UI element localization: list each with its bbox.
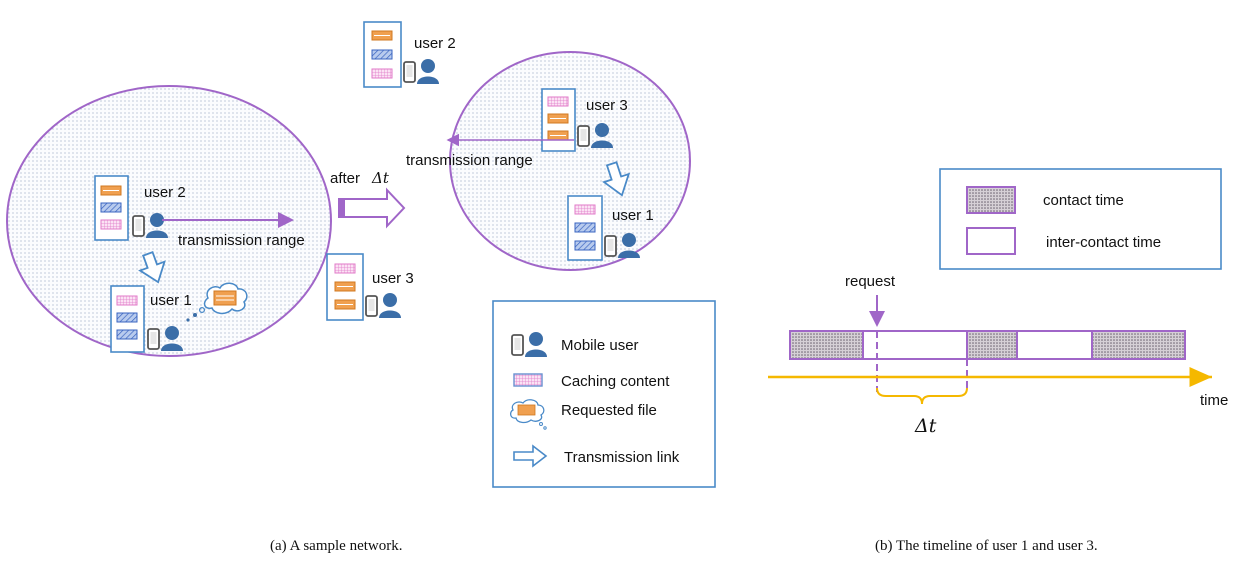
legend-item-caching-content: Caching content <box>561 373 670 390</box>
segment-inter-contact <box>862 330 968 360</box>
outside-user3-node: user 3 <box>326 253 414 321</box>
inter-contact-time-swatch <box>966 227 1016 255</box>
request-label: request <box>845 273 896 290</box>
requested-file-icon <box>509 399 547 430</box>
outside-user3-label: user 3 <box>372 270 414 287</box>
left-user2-label: user 2 <box>144 184 186 201</box>
after-label: after <box>330 170 360 187</box>
after-delta: Δt <box>371 169 390 187</box>
right-transmission-arrow <box>602 161 631 197</box>
left-transmission-arrow <box>138 251 166 284</box>
requested-file-bubble <box>186 282 248 322</box>
segment-contact <box>789 330 864 360</box>
left-range-label: transmission range <box>178 232 305 249</box>
transmission-link-icon <box>513 444 548 468</box>
legend-inter-contact-time: inter-contact time <box>1046 234 1161 251</box>
caching-content-icon <box>513 373 543 387</box>
right-coverage-circle <box>449 51 691 271</box>
mobile-user-icon <box>365 292 402 319</box>
delta-brace <box>876 387 968 405</box>
segment-inter-contact <box>1016 330 1093 360</box>
mobile-user-icon <box>403 58 440 85</box>
left-user1-label: user 1 <box>150 292 192 309</box>
left-user2-node: user 2 <box>94 175 186 241</box>
segment-contact <box>1091 330 1186 360</box>
segment-contact <box>966 330 1018 360</box>
right-user1-label: user 1 <box>612 207 654 224</box>
legend-item-mobile-user: Mobile user <box>561 337 639 354</box>
after-arrow <box>338 187 406 229</box>
timeline-legend: contact time inter-contact time <box>939 168 1222 270</box>
legend-box <box>492 300 716 488</box>
outside-user2-node: user 2 <box>363 21 456 88</box>
delta-label: Δt <box>914 415 937 437</box>
outside-user2-label: user 2 <box>414 35 456 52</box>
caption-b: (b) The timeline of user 1 and user 3. <box>875 538 1098 554</box>
timeline-bar <box>789 330 1186 360</box>
caption-a: (a) A sample network. <box>270 538 402 554</box>
right-user3-label: user 3 <box>586 97 628 114</box>
left-user1-node: user 1 <box>110 282 248 353</box>
legend-item-requested-file: Requested file <box>561 402 657 419</box>
contact-time-swatch <box>966 186 1016 214</box>
time-label: time <box>1200 392 1228 409</box>
network-legend: Mobile user Caching content Requested fi… <box>492 300 716 488</box>
right-user1-node: user 1 <box>567 195 654 261</box>
right-range-label: transmission range <box>406 152 533 169</box>
legend-contact-time: contact time <box>1043 192 1124 209</box>
legend-item-transmission-link: Transmission link <box>564 449 680 466</box>
